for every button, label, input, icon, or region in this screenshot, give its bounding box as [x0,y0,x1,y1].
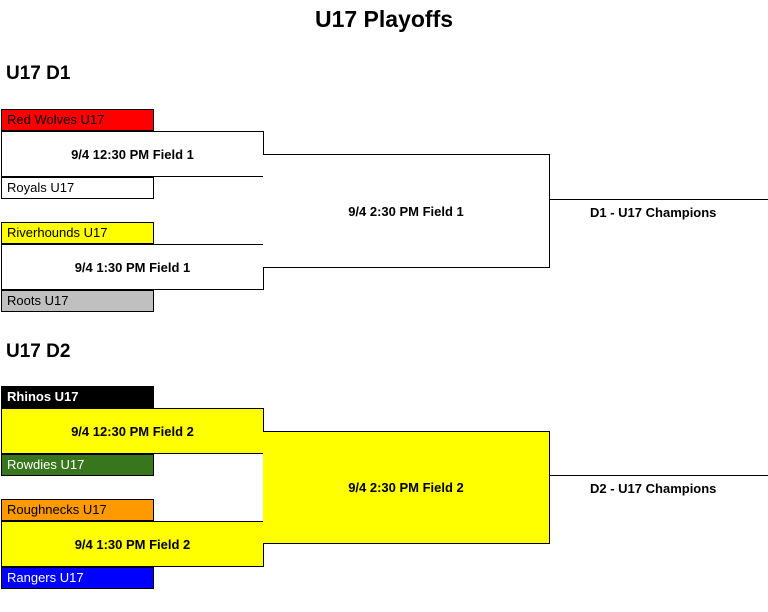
division-title-d1: U17 D1 [6,63,71,84]
champion-line [549,475,768,476]
team-slot: Roughnecks U17 [1,499,154,521]
team-slot: Roots U17 [1,290,154,312]
champion-label: D2 - U17 Champions [590,481,717,496]
team-slot: Royals U17 [1,177,154,199]
team-slot: Rangers U17 [1,567,154,589]
final-game-box: 9/4 2:30 PM Field 2 [263,431,550,544]
semifinal-game-box: 9/4 1:30 PM Field 2 [1,521,264,567]
team-slot: Rowdies U17 [1,454,154,476]
semifinal-game-box: 9/4 12:30 PM Field 2 [1,408,264,454]
semifinal-game-box: 9/4 12:30 PM Field 1 [1,131,264,177]
semifinal-game-box: 9/4 1:30 PM Field 1 [1,244,264,290]
team-slot: Riverhounds U17 [1,222,154,244]
champion-line [549,199,768,200]
team-slot: Rhinos U17 [1,386,154,408]
team-slot: Red Wolves U17 [1,109,154,131]
page-title: U17 Playoffs [314,6,454,32]
final-game-box: 9/4 2:30 PM Field 1 [263,154,550,268]
champion-label: D1 - U17 Champions [590,205,717,220]
division-title-d2: U17 D2 [6,341,71,362]
